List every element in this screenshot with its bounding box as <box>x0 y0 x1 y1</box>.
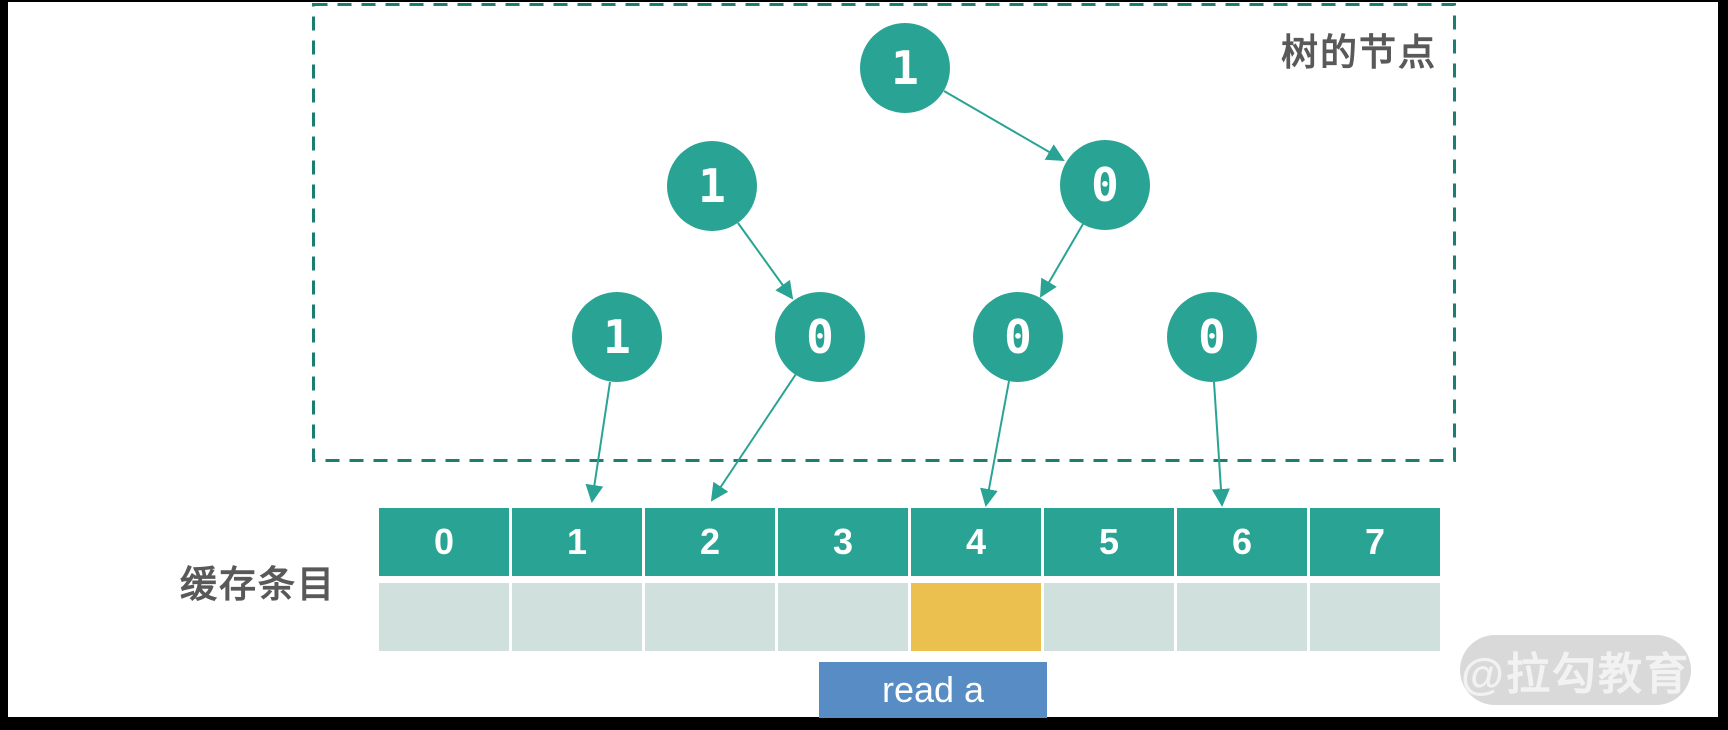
cache-index-cell-4: 4 <box>911 508 1041 576</box>
tree-edge-arrow-left-leaf1 <box>737 222 794 300</box>
watermark-badge: @拉勾教育 <box>1460 635 1691 705</box>
cache-pointer-arrow-leaf3-cell6 <box>1211 381 1230 507</box>
cache-index-cell-7: 7 <box>1310 508 1440 576</box>
frame-bottom-bar <box>0 717 1728 730</box>
tree-node-right: 0 <box>1060 140 1150 230</box>
tree-node-leaf2: 0 <box>973 292 1063 382</box>
cache-pointer-arrow-leaf1-cell2 <box>710 373 797 502</box>
read-action-box: read a <box>819 662 1047 718</box>
frame-right-bar <box>1718 0 1728 730</box>
cache-index-cell-0: 0 <box>379 508 509 576</box>
cache-index-cell-1: 1 <box>512 508 642 576</box>
cache-entry-cell-4-highlighted <box>911 583 1041 651</box>
frame-top-line <box>0 0 1728 2</box>
cache-entry-cell-6 <box>1177 583 1307 651</box>
cache-pointer-arrow-leaf0-cell1 <box>585 381 611 503</box>
cache-entry-cell-0 <box>379 583 509 651</box>
tree-node-leaf0: 1 <box>572 292 662 382</box>
cache-entry-cell-7 <box>1310 583 1440 651</box>
tree-node-leaf1: 0 <box>775 292 865 382</box>
cache-index-cell-3: 3 <box>778 508 908 576</box>
tree-node-left: 1 <box>667 141 757 231</box>
tree-edge-arrow-right-leaf2 <box>1039 223 1084 298</box>
cache-index-cell-5: 5 <box>1044 508 1174 576</box>
tree-box-label: 树的节点 <box>1281 32 1437 73</box>
cache-index-cell-2: 2 <box>645 508 775 576</box>
cache-entries-label: 缓存条目 <box>180 564 336 605</box>
tree-edge-arrow-root-right <box>943 90 1065 162</box>
tree-node-leaf3: 0 <box>1167 292 1257 382</box>
cache-index-cell-6: 6 <box>1177 508 1307 576</box>
cache-pointer-arrow-leaf2-cell4 <box>980 380 1010 507</box>
tree-node-root: 1 <box>860 23 950 113</box>
cache-entry-cell-5 <box>1044 583 1174 651</box>
cache-entry-cell-3 <box>778 583 908 651</box>
cache-entry-cell-1 <box>512 583 642 651</box>
frame-left-bar <box>0 0 8 730</box>
cache-entry-cell-2 <box>645 583 775 651</box>
